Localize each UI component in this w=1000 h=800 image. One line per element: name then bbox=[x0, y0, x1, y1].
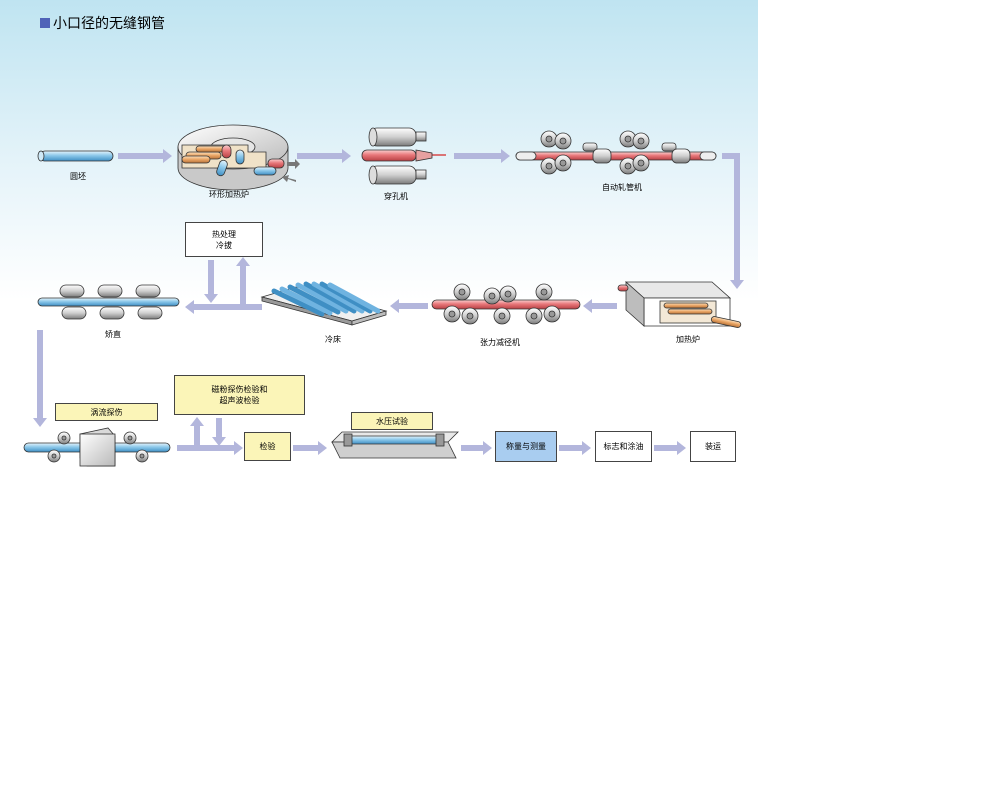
arrow-inspection-to-hydro bbox=[293, 441, 327, 455]
arrow-to-magnetic bbox=[190, 417, 204, 445]
box-heat-treat: 热处理 冷拔 bbox=[185, 222, 263, 257]
diagram-title: 小口径的无缝钢管 bbox=[40, 13, 165, 33]
plug-mill-roll-group-right bbox=[619, 130, 691, 175]
plug-mill-roll-group-left bbox=[540, 130, 612, 175]
piercer-illustration bbox=[361, 127, 446, 185]
label-reheat-furnace: 加热炉 bbox=[676, 335, 700, 344]
box-marking-coating: 标志和涂油 bbox=[595, 431, 652, 462]
arrow-straightener-to-eddy bbox=[33, 330, 47, 427]
arrow-from-heattreat bbox=[204, 260, 218, 303]
title-square-icon bbox=[40, 18, 50, 28]
label-cooling-bed: 冷床 bbox=[325, 335, 341, 344]
diagram-background bbox=[0, 0, 758, 478]
plug-mill-illustration bbox=[515, 130, 717, 175]
cooling-bed-pipes bbox=[271, 281, 381, 317]
label-piercer: 穿孔机 bbox=[384, 192, 408, 201]
arrow-eddy-to-inspection bbox=[177, 441, 243, 455]
box-weigh-measure: 称量与测量 bbox=[495, 431, 557, 462]
box-inspection: 检验 bbox=[244, 432, 291, 461]
box-hydro-test: 水压试验 bbox=[351, 412, 433, 430]
label-plug-mill: 自动轧管机 bbox=[602, 183, 642, 192]
reheat-furnace-illustration bbox=[617, 281, 742, 328]
hydro-test-illustration bbox=[331, 431, 459, 459]
arrow-piercer-to-plugmill bbox=[454, 149, 510, 163]
label-rotary-furnace: 环形加热炉 bbox=[209, 190, 249, 199]
arrow-from-magnetic bbox=[212, 418, 226, 446]
arrow-plugmill-to-reheat bbox=[722, 153, 744, 289]
arrow-weigh-to-marking bbox=[559, 441, 591, 455]
box-magnetic-ultrasonic: 磁粉探伤检验和 超声波检验 bbox=[174, 375, 305, 415]
arrow-reheat-to-reducer bbox=[583, 299, 617, 313]
label-stretch-reducer: 张力减径机 bbox=[480, 338, 520, 347]
arrow-hydro-to-weigh bbox=[461, 441, 492, 455]
arrow-marking-to-shipping bbox=[654, 441, 686, 455]
arrow-coolingbed-to-straightener bbox=[185, 300, 262, 314]
cooling-bed-illustration bbox=[260, 281, 388, 326]
arrow-furnace-to-piercer bbox=[297, 149, 351, 163]
eddy-current-illustration bbox=[23, 427, 171, 467]
box-eddy-current: 涡流探伤 bbox=[55, 403, 158, 421]
arrow-billet-to-furnace bbox=[118, 149, 172, 163]
arrow-reducer-to-coolingbed bbox=[390, 299, 428, 313]
title-text: 小口径的无缝钢管 bbox=[53, 16, 165, 32]
rotary-furnace-illustration bbox=[177, 124, 300, 191]
arrow-to-heattreat bbox=[236, 257, 250, 304]
label-straightener: 矫直 bbox=[105, 330, 121, 339]
box-shipping: 装运 bbox=[690, 431, 736, 462]
straightener-illustration bbox=[37, 284, 180, 320]
flow-arrows bbox=[33, 149, 744, 455]
billet-illustration bbox=[37, 150, 114, 162]
stretch-reducer-illustration bbox=[431, 283, 581, 325]
label-billet: 圆坯 bbox=[70, 172, 86, 181]
